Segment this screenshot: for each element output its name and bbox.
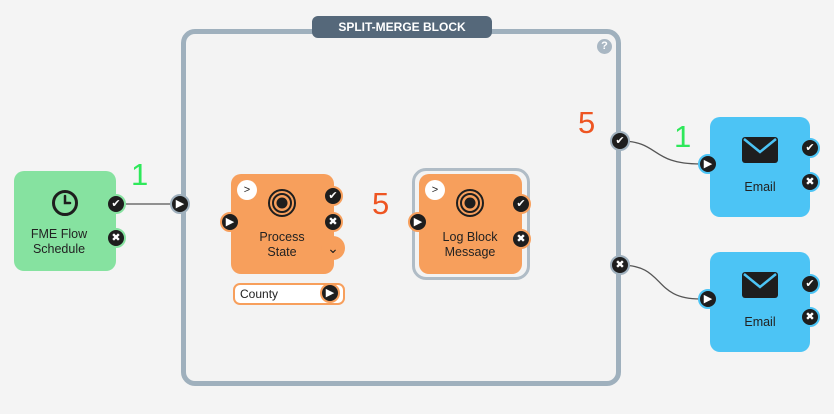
log-block-label-line2: Message — [444, 245, 496, 259]
email-success-node[interactable]: Email — [710, 117, 810, 217]
target-icon — [268, 189, 296, 217]
count-block-success: 5 — [578, 105, 596, 140]
schedule-failure-port[interactable]: ✖ — [106, 228, 126, 248]
attribute-label: County — [240, 287, 279, 301]
target-icon — [456, 189, 484, 217]
email-failure-input-port[interactable]: ▶ — [698, 289, 718, 309]
block-title: SPLIT-MERGE BLOCK — [312, 16, 492, 38]
block-failure-port[interactable]: ✖ — [610, 255, 630, 275]
log-block-success-port[interactable]: ✔ — [511, 194, 531, 214]
chevron-down-icon[interactable]: ⌄ — [321, 236, 345, 260]
merge-icon: > — [425, 180, 445, 200]
attribute-output-port[interactable]: ▶ — [320, 283, 340, 303]
schedule-success-port[interactable]: ✔ — [106, 194, 126, 214]
log-block-label-line1: Log Block — [442, 230, 498, 244]
schedule-label-line1: FME Flow — [30, 227, 88, 241]
email-failure-label: Email — [744, 315, 776, 329]
process-state-failure-port[interactable]: ✖ — [323, 212, 343, 232]
block-success-port[interactable]: ✔ — [610, 131, 630, 151]
process-state-node[interactable]: > Process State — [231, 174, 334, 274]
email-success-input-port[interactable]: ▶ — [698, 154, 718, 174]
email-failure-success-port[interactable]: ✔ — [800, 274, 820, 294]
schedule-label: FME Flow Schedule — [14, 227, 104, 257]
count-schedule-success: 1 — [131, 157, 149, 192]
log-block-failure-port[interactable]: ✖ — [511, 229, 531, 249]
envelope-icon — [742, 137, 778, 163]
attribute-county[interactable]: County — [233, 283, 345, 305]
process-state-input-port[interactable]: ▶ — [220, 212, 240, 232]
envelope-icon — [742, 272, 778, 298]
process-state-label-line2: State — [267, 245, 297, 259]
merge-icon: > — [237, 180, 257, 200]
log-block-label: Log Block Message — [431, 230, 509, 260]
email-failure-node[interactable]: Email — [710, 252, 810, 352]
count-process-success: 5 — [372, 186, 390, 221]
email-success-failure-port[interactable]: ✖ — [800, 172, 820, 192]
count-email-input: 1 — [674, 119, 692, 154]
help-icon[interactable]: ? — [597, 39, 612, 54]
process-state-success-port[interactable]: ✔ — [323, 186, 343, 206]
block-input-port[interactable]: ▶ — [170, 194, 190, 214]
email-failure-failure-port[interactable]: ✖ — [800, 307, 820, 327]
schedule-node[interactable]: FME Flow Schedule — [14, 171, 116, 271]
email-success-label: Email — [744, 180, 776, 194]
clock-icon — [52, 190, 78, 216]
process-state-label: Process State — [244, 230, 320, 260]
email-success-success-port[interactable]: ✔ — [800, 138, 820, 158]
log-block-inner[interactable]: > Log Block Message — [419, 174, 522, 274]
log-block-input-port[interactable]: ▶ — [408, 212, 428, 232]
process-state-label-line1: Process — [259, 230, 305, 244]
schedule-label-line2: Schedule — [32, 242, 86, 256]
